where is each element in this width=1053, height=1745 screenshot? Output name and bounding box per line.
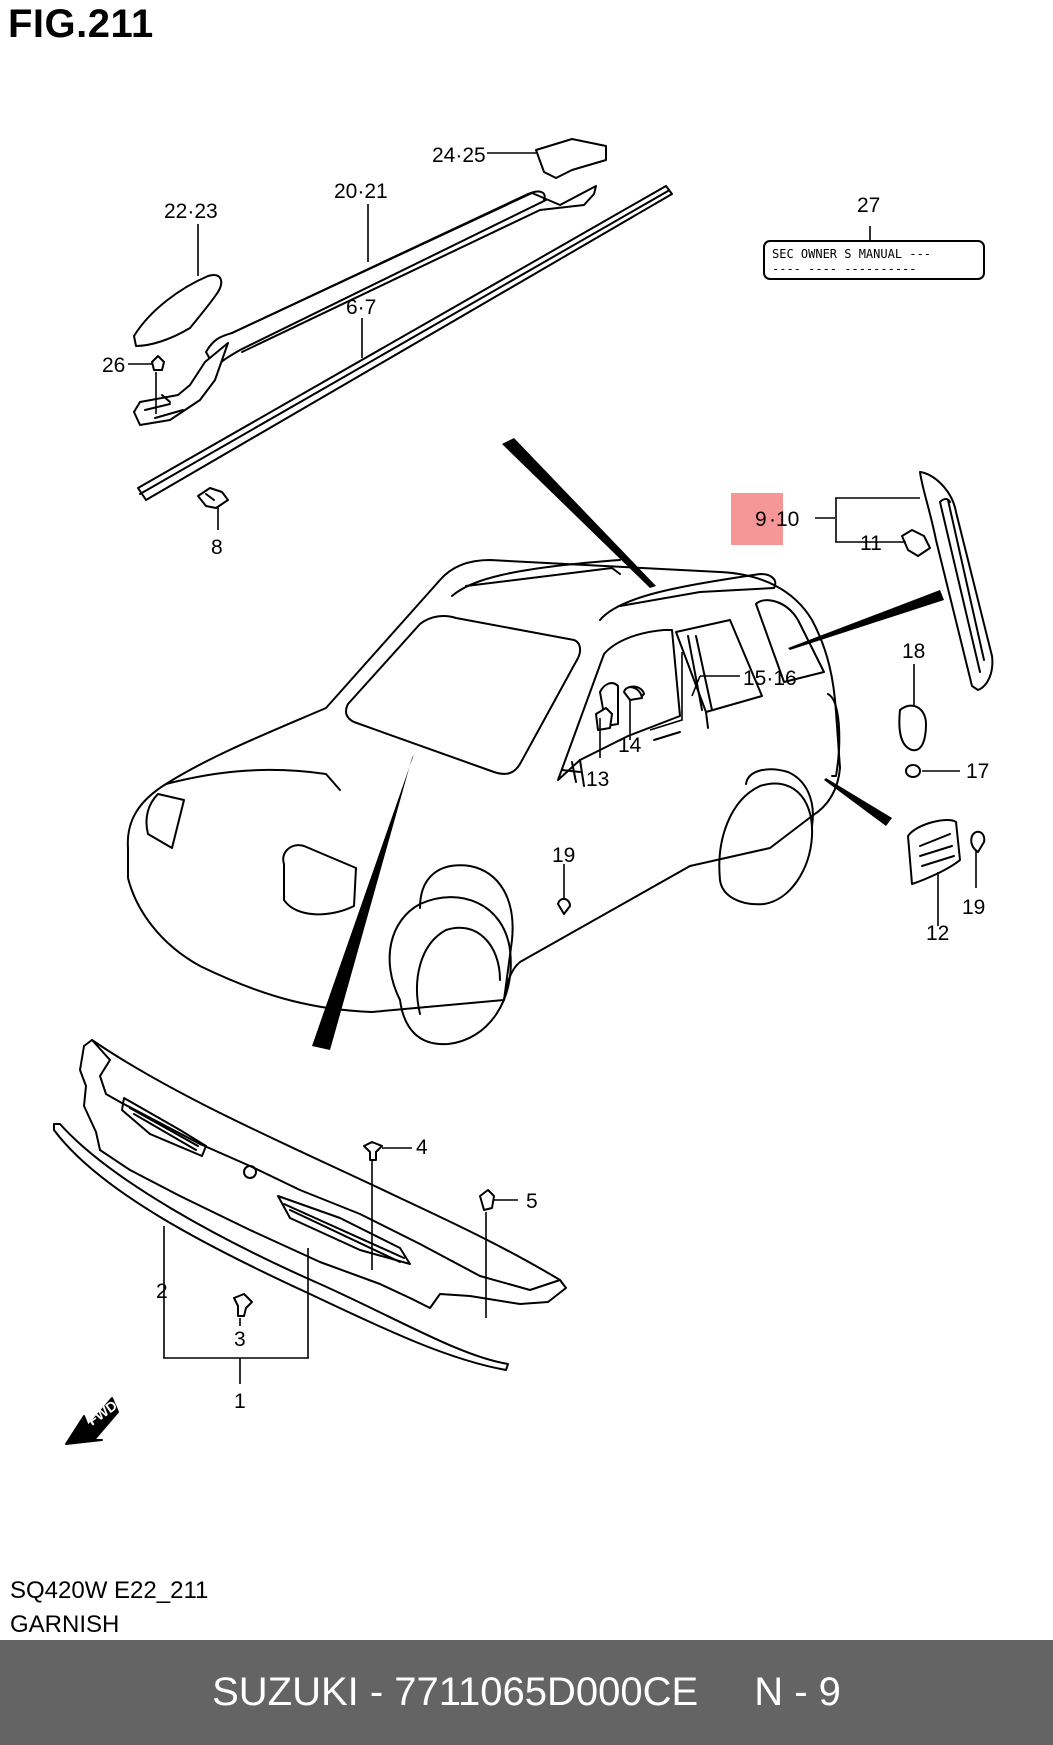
callout-14: 14	[618, 734, 642, 757]
figure-title: FIG.211	[8, 2, 154, 46]
callout-19-left: 19	[552, 844, 575, 867]
callout-15-16: 15·16	[743, 667, 797, 690]
pointer-wedge-cowl	[312, 754, 414, 1050]
fwd-direction-arrow: FWD	[65, 1397, 120, 1445]
owner-manual-label-plate: SEC OWNER S MANUAL --- ---- ---- -------…	[763, 240, 985, 280]
callout-27: 27	[857, 194, 880, 217]
callout-6-7: 6·7	[346, 296, 376, 319]
clip-3	[233, 1293, 253, 1317]
page-indicator: N - 9	[754, 1670, 841, 1714]
callout-13: 13	[586, 768, 609, 791]
callout-1: 1	[234, 1390, 246, 1413]
leader-lines	[128, 152, 977, 1384]
callout-9-highlight	[731, 493, 783, 545]
parts-diagram: SEC OWNER S MANUAL --- ---- ---- -------…	[53, 138, 994, 1445]
cowl-top-garnish	[79, 1039, 567, 1309]
callout-10: ·10	[769, 508, 799, 531]
callout-12: 12	[926, 922, 949, 945]
vent-12	[907, 818, 961, 885]
callout-17: 17	[966, 760, 989, 783]
clip-19-left	[557, 898, 571, 915]
clip-19-right	[970, 830, 986, 853]
roof-rail-garnish	[133, 185, 597, 426]
callout-3: 3	[234, 1328, 246, 1351]
cowl-weatherstrip	[53, 1123, 509, 1371]
group-name: GARNISH	[10, 1611, 120, 1638]
callout-22-23: 22·23	[164, 200, 218, 223]
callout-19-right: 19	[962, 896, 985, 919]
callout-26: 26	[102, 354, 125, 377]
callout-8: 8	[211, 536, 223, 559]
callout-11: 11	[860, 532, 882, 555]
plug-17	[905, 764, 921, 778]
roof-molding	[137, 185, 673, 501]
pointer-wedge-roof	[502, 438, 656, 588]
clip-14	[623, 686, 643, 701]
clip-8	[197, 487, 229, 509]
plate-18	[898, 704, 927, 752]
part-number-text: SUZUKI - 7711065D000CE	[212, 1670, 699, 1714]
clip-13	[595, 707, 613, 731]
rail-cover	[535, 138, 607, 179]
roof-rail-end-cap	[133, 274, 223, 347]
pointer-wedge-spoiler	[788, 590, 944, 650]
callout-18: 18	[902, 640, 925, 663]
callout-20-21: 20·21	[334, 180, 388, 203]
clip-4	[363, 1141, 383, 1161]
clip-11	[901, 529, 931, 557]
diagram-caption: SQ420W E22_211 GARNISH	[10, 1574, 208, 1642]
label-plate-line2: ---- ---- ----------	[772, 262, 917, 276]
part-info-bar: SUZUKI - 7711065D000CE N - 9	[0, 1640, 1053, 1745]
rear-spoiler	[919, 471, 994, 691]
callout-5: 5	[526, 1190, 538, 1213]
vehicle-body-outline	[126, 559, 841, 1046]
clip-5	[479, 1189, 495, 1211]
callout-2: 2	[156, 1280, 168, 1303]
callout-24-25: 24·25	[432, 144, 486, 167]
callout-9: 9	[755, 508, 767, 531]
label-plate-line1: SEC OWNER S MANUAL ---	[772, 247, 931, 261]
clip-26	[151, 355, 165, 371]
callout-4: 4	[416, 1136, 428, 1159]
pointer-wedge-rear	[824, 778, 892, 826]
model-code: SQ420W E22_211	[10, 1577, 209, 1604]
